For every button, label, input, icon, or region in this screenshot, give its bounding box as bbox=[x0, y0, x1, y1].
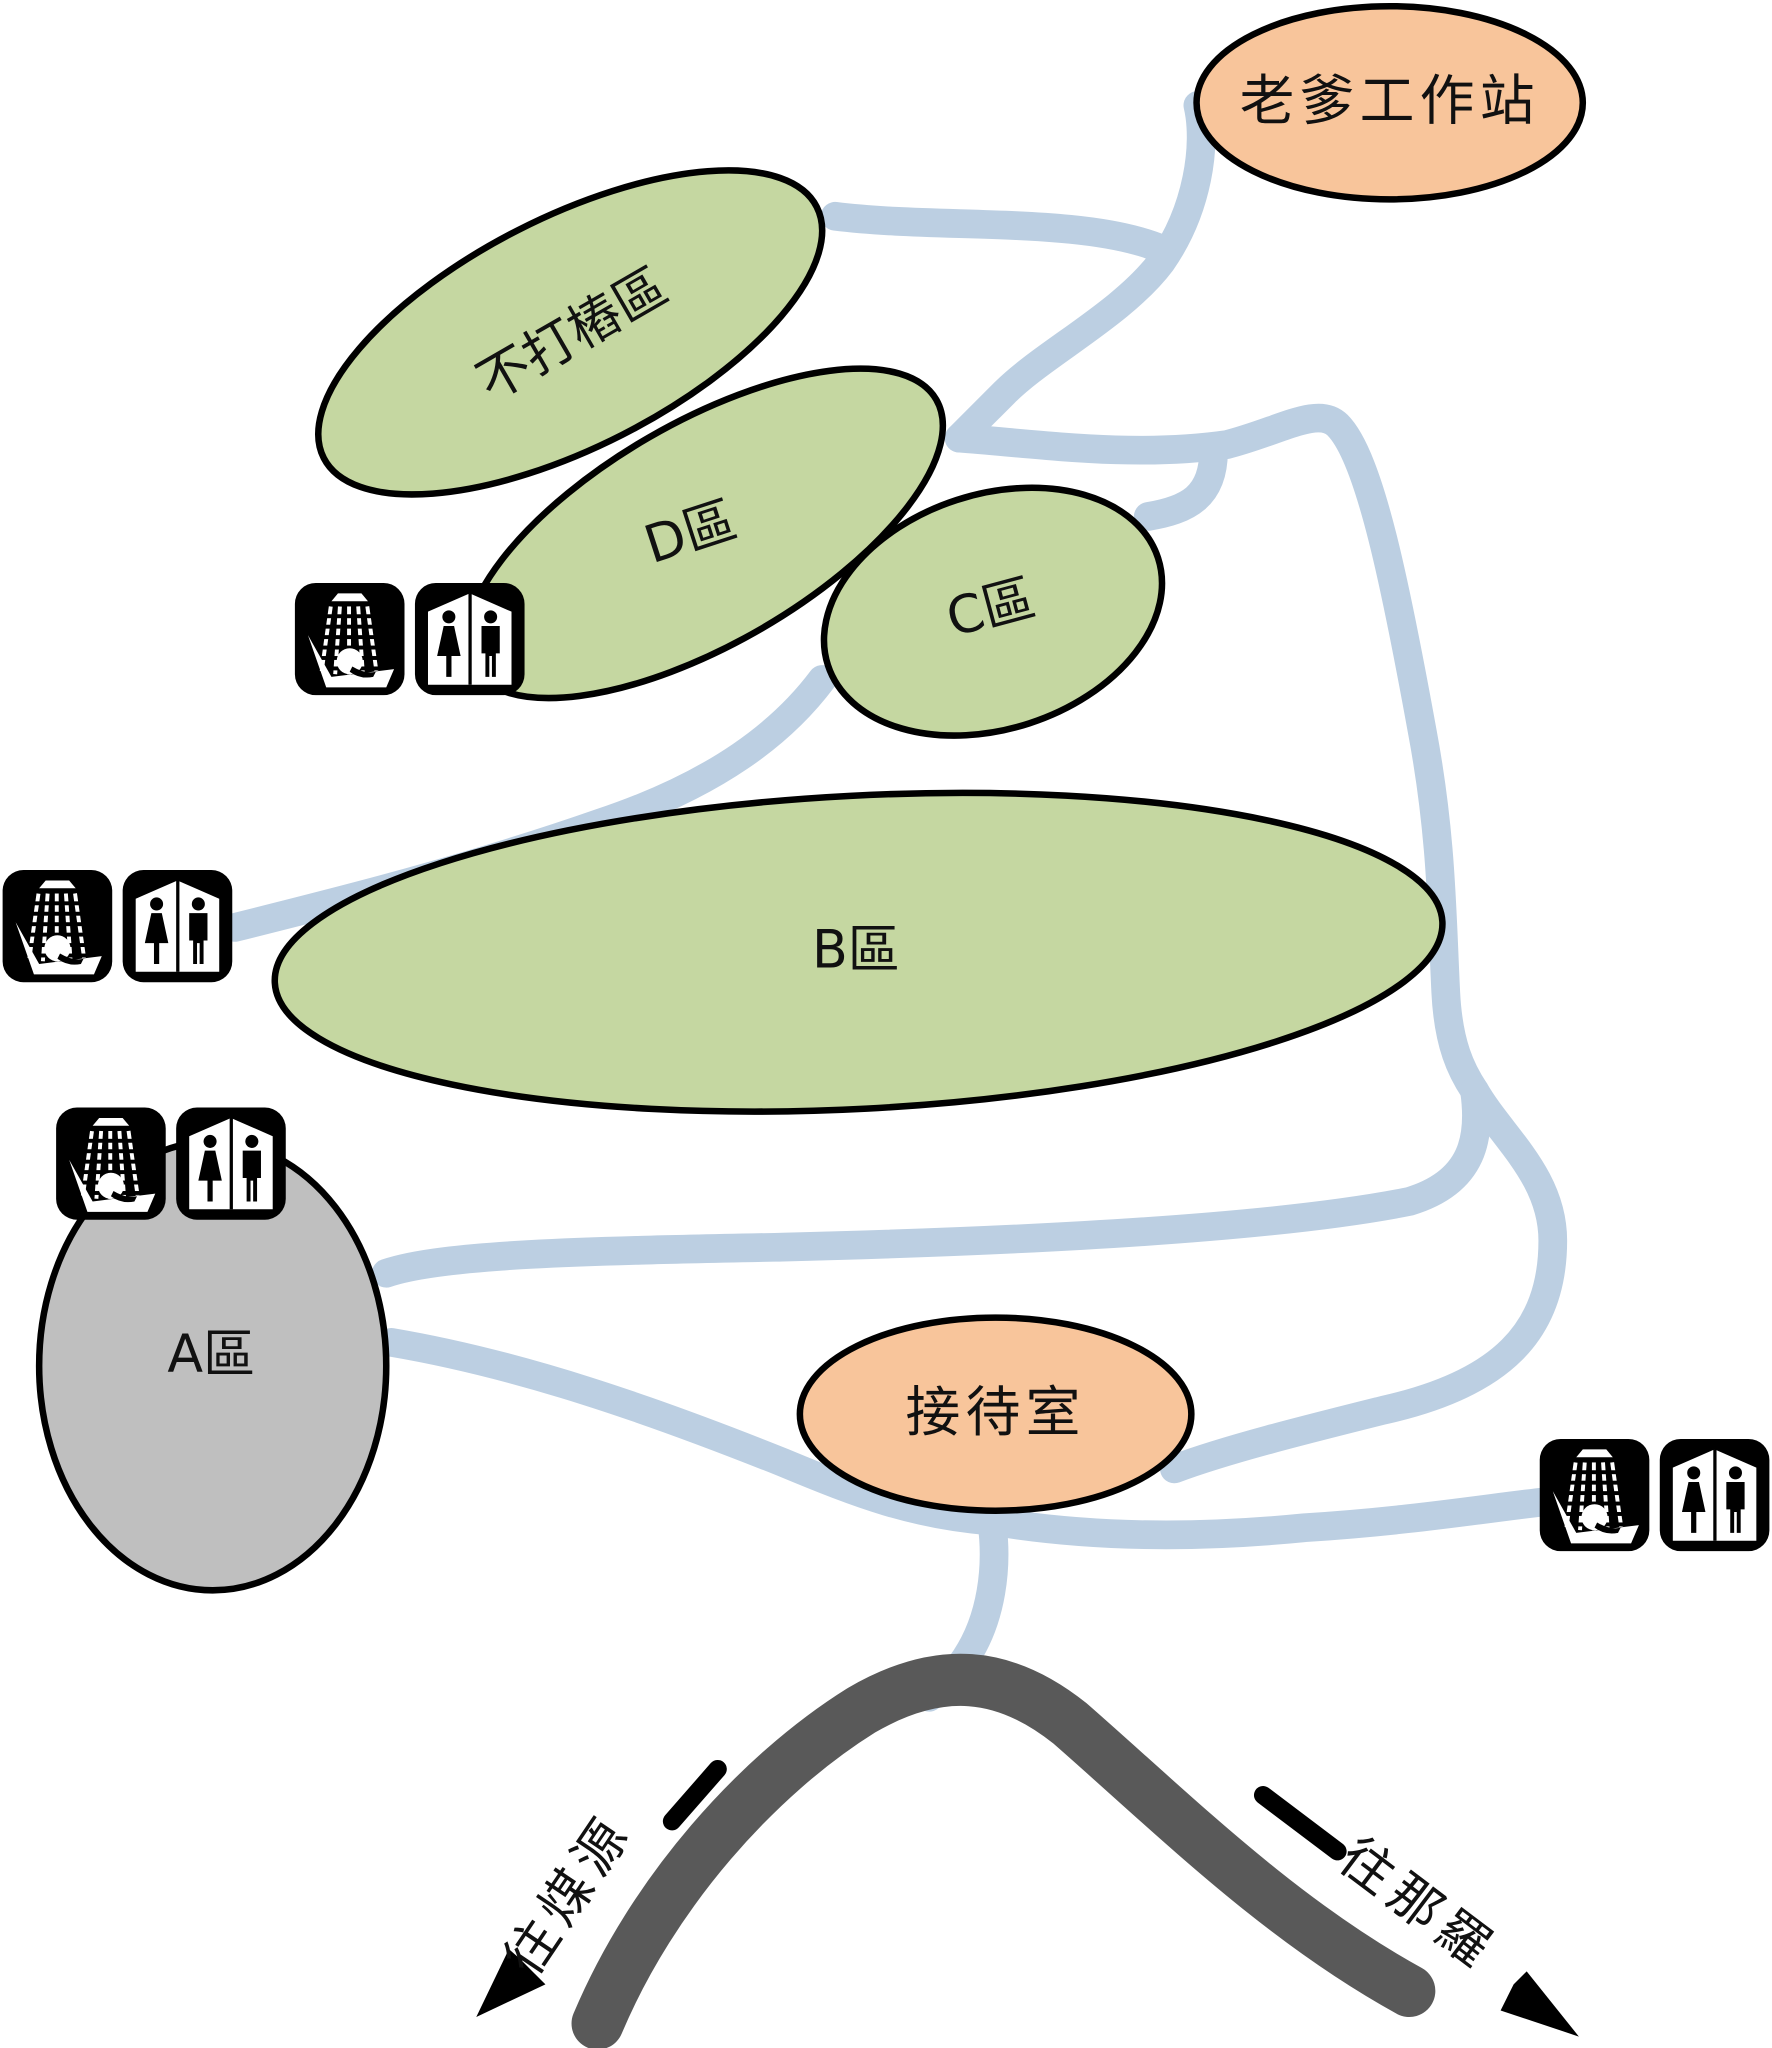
main-road bbox=[571, 1653, 1436, 2048]
zone-b[interactable]: B區 bbox=[267, 765, 1451, 1139]
zone-a-label: A區 bbox=[167, 1325, 255, 1385]
direction-right-bar bbox=[1253, 1786, 1347, 1861]
trail-nostake-to-workstation bbox=[820, 201, 1176, 264]
arrow-southeast-icon bbox=[1500, 1971, 1579, 2037]
shower-icon bbox=[2, 870, 113, 983]
zone-a[interactable]: A區 bbox=[35, 1138, 390, 1594]
shower-icon bbox=[1539, 1438, 1650, 1552]
trail-reception-to-east-amenities bbox=[977, 1487, 1561, 1550]
amenities-reception-east bbox=[1539, 1438, 1770, 1552]
facility-reception-label: 接待室 bbox=[906, 1380, 1086, 1444]
shower-icon bbox=[56, 1107, 166, 1220]
zone-no-stake[interactable]: 不打樁區 bbox=[272, 105, 869, 561]
restroom-icon bbox=[1659, 1438, 1770, 1552]
trail-east-loop bbox=[1160, 1076, 1568, 1484]
facility-workstation-label: 老爹工作站 bbox=[1240, 68, 1540, 132]
restroom-icon bbox=[414, 582, 525, 696]
restroom-icon bbox=[176, 1107, 286, 1220]
restroom-icon bbox=[122, 870, 233, 983]
trail-d-to-east bbox=[944, 403, 1489, 1105]
amenities-b-west bbox=[2, 870, 233, 983]
facility-reception[interactable]: 接待室 bbox=[796, 1314, 1195, 1514]
trail-a-to-reception bbox=[377, 1328, 1007, 1536]
zone-c[interactable]: C區 bbox=[792, 446, 1195, 777]
trail-workstation-to-junction bbox=[944, 91, 1216, 453]
amenities-d bbox=[294, 582, 525, 696]
arrow-southwest-icon bbox=[476, 1949, 546, 2017]
trail-to-c bbox=[1133, 436, 1228, 531]
direction-left-bar bbox=[662, 1759, 727, 1831]
trail-a-north bbox=[371, 1076, 1491, 1288]
shower-icon bbox=[294, 582, 405, 696]
zone-b-label: B區 bbox=[812, 921, 900, 981]
facility-workstation[interactable]: 老爹工作站 bbox=[1193, 2, 1587, 203]
